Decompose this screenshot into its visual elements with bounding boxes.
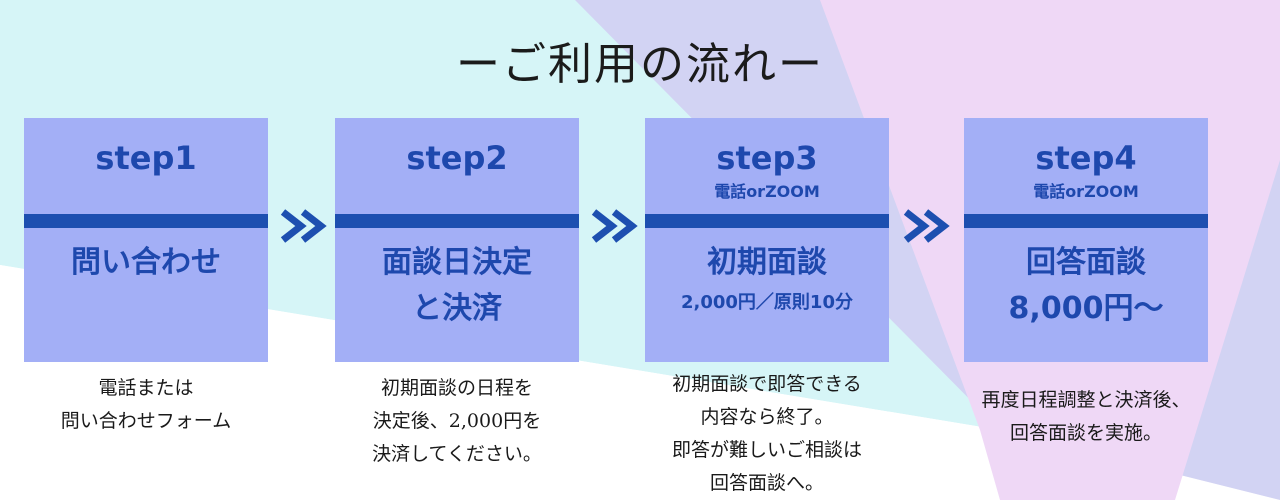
step-title: 面談日決定 と決済 — [382, 245, 532, 326]
step-divider — [964, 214, 1208, 228]
step-label: step1 — [95, 139, 197, 177]
step-method: 電話orZOOM — [1033, 182, 1139, 201]
step-description-1: 電話または 問い合わせフォーム — [60, 377, 232, 432]
step-title: 回答面談 8,000円〜 — [1008, 245, 1164, 326]
step-divider — [335, 214, 579, 228]
step-card-3: step3 電話orZOOM 初期面談 2,000円／原則10分 — [645, 118, 889, 362]
page-title: ーご利用の流れー — [456, 39, 824, 90]
step-label: step2 — [406, 139, 508, 177]
step-card-2: step2 面談日決定 と決済 — [335, 118, 579, 362]
step-method: 電話orZOOM — [714, 182, 820, 201]
step-card-4: step4 電話orZOOM 回答面談 8,000円〜 — [964, 118, 1208, 362]
double-chevron-right-icon — [591, 209, 638, 243]
double-chevron-right-icon — [903, 209, 950, 243]
step-divider — [24, 214, 268, 228]
step-title: 問い合わせ — [71, 245, 221, 280]
step-label: step3 — [716, 139, 818, 177]
step-divider — [645, 214, 889, 228]
step-card-1: step1 問い合わせ — [24, 118, 268, 362]
step-description-3: 初期面談で即答できる 内容なら終了。 即答が難しいご相談は 回答面談へ。 — [671, 373, 862, 494]
step-price: 2,000円／原則10分 — [681, 292, 853, 313]
step-label: step4 — [1035, 139, 1137, 177]
step-description-2: 初期面談の日程を 決定後、2,000円を 決済してください。 — [372, 377, 542, 465]
double-chevron-right-icon — [280, 209, 327, 243]
step-description-4: 再度日程調整と決済後、 回答面談を実施。 — [981, 389, 1191, 444]
step-title: 初期面談 — [707, 245, 827, 280]
